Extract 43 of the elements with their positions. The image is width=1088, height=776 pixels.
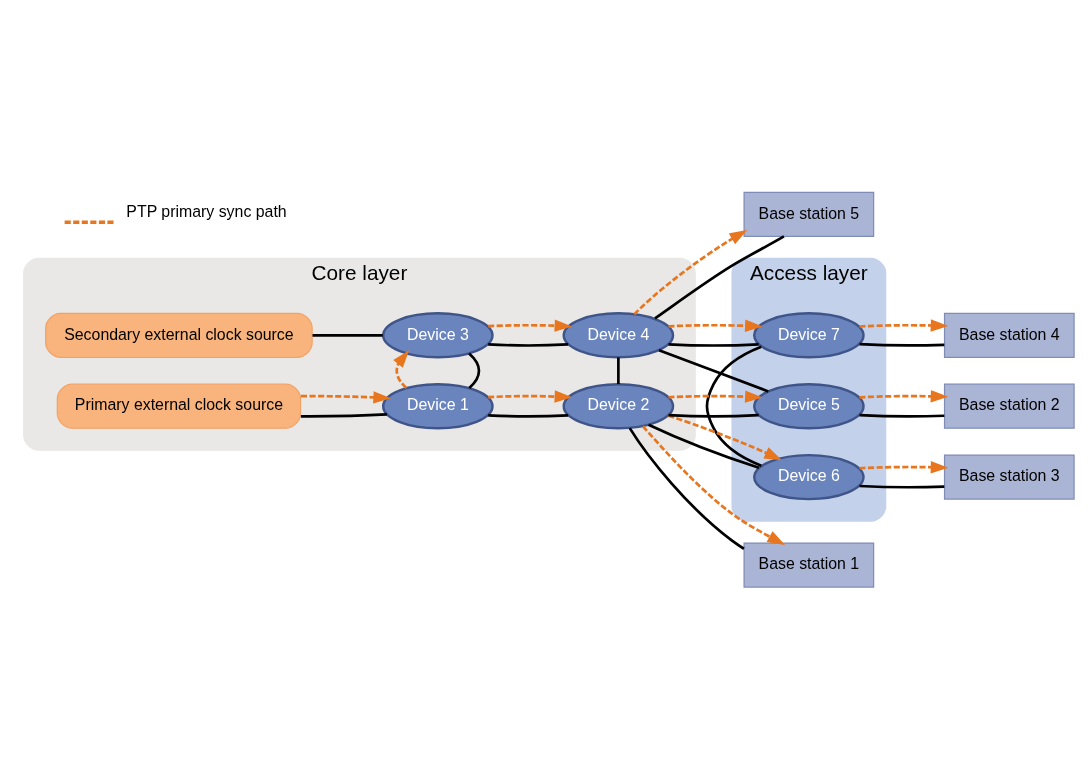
arrow bbox=[668, 413, 782, 460]
node-box: Base station 2 bbox=[943, 383, 1075, 429]
connector bbox=[705, 344, 762, 467]
connector bbox=[668, 413, 759, 418]
arrow bbox=[859, 389, 949, 402]
connector bbox=[468, 351, 481, 389]
connector bbox=[658, 348, 769, 393]
node-ellipse: Device 4 bbox=[562, 311, 675, 359]
connector bbox=[648, 422, 760, 469]
connector bbox=[859, 342, 945, 347]
node-ellipse: Device 1 bbox=[382, 382, 494, 429]
connector bbox=[312, 333, 383, 337]
node-box: Base station 5 bbox=[743, 191, 875, 237]
node-ellipse: Device 3 bbox=[382, 311, 494, 359]
arrow bbox=[859, 318, 949, 332]
connector bbox=[668, 342, 759, 347]
connector bbox=[859, 484, 945, 489]
node-ellipse: Device 7 bbox=[753, 311, 865, 359]
arrow bbox=[393, 349, 410, 389]
arrow bbox=[859, 460, 949, 473]
node-box: Base station 1 bbox=[743, 542, 875, 588]
arrow bbox=[641, 424, 786, 545]
arrow bbox=[668, 319, 763, 332]
arrow bbox=[488, 318, 573, 332]
legend-label: PTP primary sync path bbox=[126, 202, 287, 220]
connector bbox=[488, 413, 569, 418]
node-box: Base station 3 bbox=[943, 454, 1075, 500]
node-box: Secondary external clock source bbox=[45, 312, 313, 358]
node-box: Primary external clock source bbox=[56, 383, 302, 429]
node-ellipse: Device 6 bbox=[753, 453, 865, 500]
connector bbox=[300, 412, 387, 418]
node-ellipse: Device 5 bbox=[753, 382, 865, 429]
node-box: Base station 4 bbox=[943, 312, 1075, 358]
arrow bbox=[668, 390, 763, 403]
arrow bbox=[488, 389, 573, 403]
arrow bbox=[300, 390, 391, 404]
connector bbox=[859, 413, 945, 418]
arrow bbox=[633, 229, 748, 315]
connector bbox=[654, 234, 785, 320]
connector bbox=[488, 342, 569, 347]
connector bbox=[628, 426, 745, 550]
connector bbox=[617, 356, 620, 384]
node-ellipse: Device 2 bbox=[562, 382, 675, 429]
